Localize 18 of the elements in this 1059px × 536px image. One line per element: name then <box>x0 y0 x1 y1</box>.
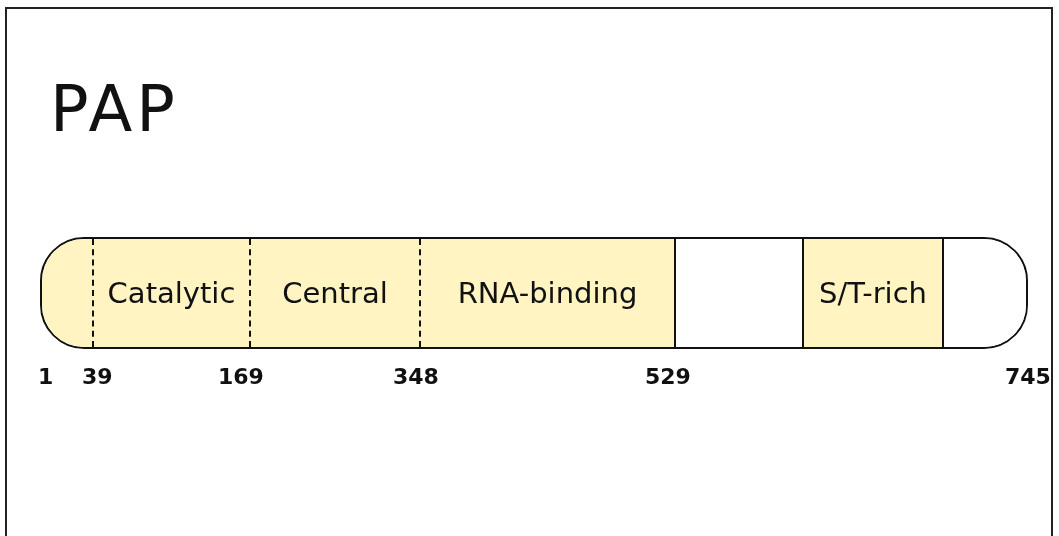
residue-number: 745 <box>1005 364 1051 389</box>
domain-label: S/T-rich <box>819 276 927 310</box>
domain-segment <box>92 239 249 347</box>
domain-segment <box>249 239 419 347</box>
residue-number: 39 <box>82 364 113 389</box>
domain-label: RNA-binding <box>457 276 638 310</box>
protein-bar <box>40 237 1028 349</box>
domain-label: Central <box>282 276 388 310</box>
domain-label: Catalytic <box>107 276 236 310</box>
domain-segment <box>419 239 674 347</box>
domain-segment <box>42 239 92 347</box>
residue-number: 1 <box>38 364 54 389</box>
domain-segment <box>802 239 942 347</box>
domain-segment <box>942 239 1026 347</box>
residue-number: 348 <box>393 364 439 389</box>
title: PAP <box>50 72 179 146</box>
residue-number: 169 <box>218 364 264 389</box>
residue-number: 529 <box>645 364 691 389</box>
